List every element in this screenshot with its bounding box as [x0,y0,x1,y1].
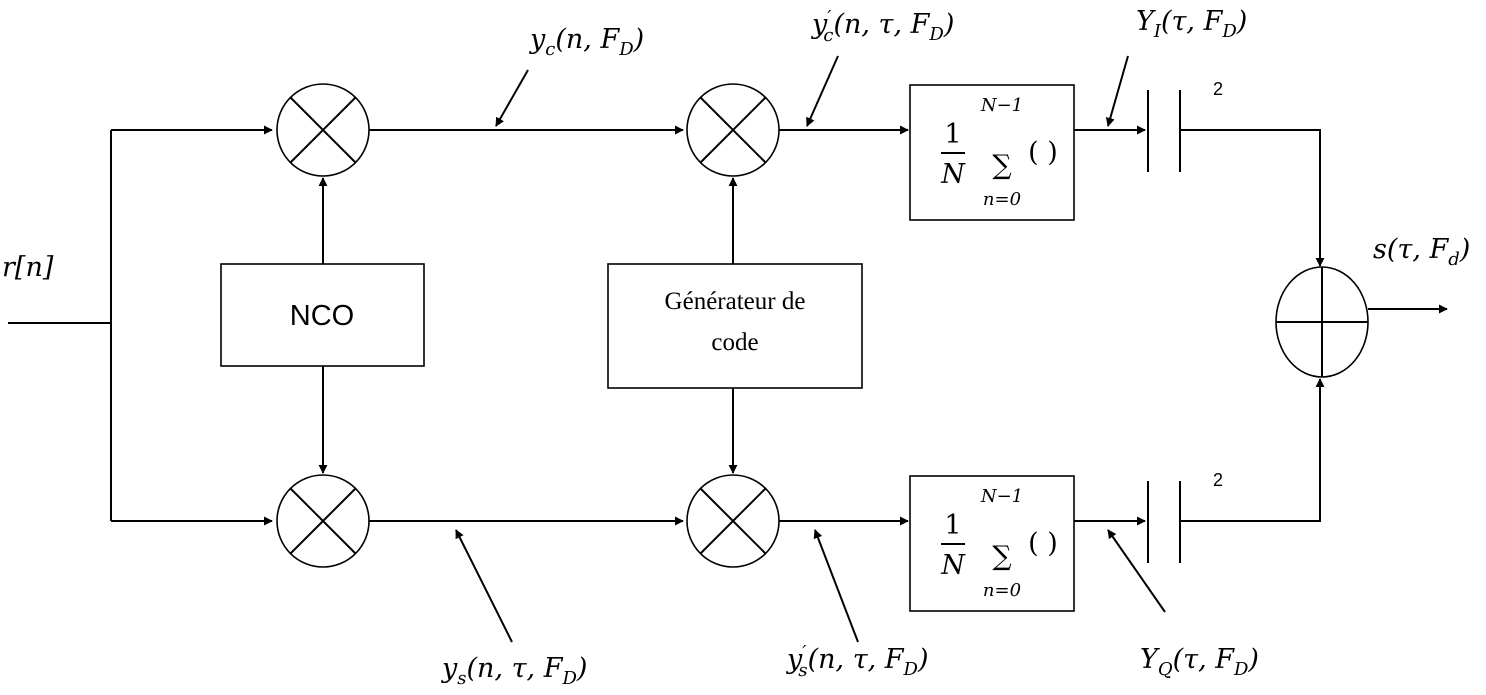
acc-top-parens: ( ) [1028,137,1058,168]
label-ys-prime: y′s(n, τ, FD) [786,642,929,681]
acc-bottom-num: 1 [944,510,961,541]
label-YI: YI(τ, FD) [1136,6,1247,42]
squarer-bottom-exponent: 2 [1213,470,1223,490]
label-ys: ys(n, τ, FD) [441,653,587,689]
mixer-top-1 [276,83,370,177]
accumulator-bottom: 1 N N−1 ∑ n=0 ( ) [909,475,1075,612]
label-yc: yc(n, FD) [529,24,644,60]
pointer-ys-prime [813,529,859,643]
code-generator-block: Générateur de code [607,263,863,389]
label-yc-prime: y′c(n, τ, FD) [811,7,954,46]
acc-top-upper: N−1 [980,95,1023,116]
acc-top-lower: n=0 [983,189,1021,210]
nco-block: NCO [220,263,425,367]
pointer-ys [455,529,513,643]
acc-bottom-parens: ( ) [1028,528,1058,559]
pointer-YQ [1107,529,1166,613]
acc-bottom-upper: N−1 [980,486,1023,507]
acc-top-num: 1 [944,119,961,150]
label-output: s(τ, Fd) [1373,234,1470,270]
pointer-yc [495,69,529,127]
squarer-top [1147,90,1181,172]
squarer-top-exponent: 2 [1213,79,1223,99]
acc-bottom-lower: n=0 [983,580,1021,601]
acc-bottom-sum: ∑ [992,541,1011,572]
input-wires [8,125,273,526]
wire-bottom-to-adder [1180,378,1325,522]
code-generator-line1: Générateur de [665,288,806,315]
acc-bottom-den: N [940,550,966,581]
pointer-yc-prime [806,55,839,127]
mixer-bottom-1 [276,474,370,568]
input-label: r[n] [2,252,54,283]
squarer-bottom [1147,481,1181,563]
adder [1275,266,1369,378]
code-generator-line2: code [711,329,758,356]
mixer-bottom-2 [686,474,780,568]
wire-top-to-adder [1180,129,1325,267]
nco-label: NCO [290,300,354,332]
accumulator-top: 1 N N−1 ∑ n=0 ( ) [909,84,1075,221]
acc-top-den: N [940,159,966,190]
pointer-YI [1105,55,1129,127]
acc-top-sum: ∑ [992,150,1011,181]
mixer-top-2 [686,83,780,177]
label-YQ: YQ(τ, FD) [1140,644,1259,680]
